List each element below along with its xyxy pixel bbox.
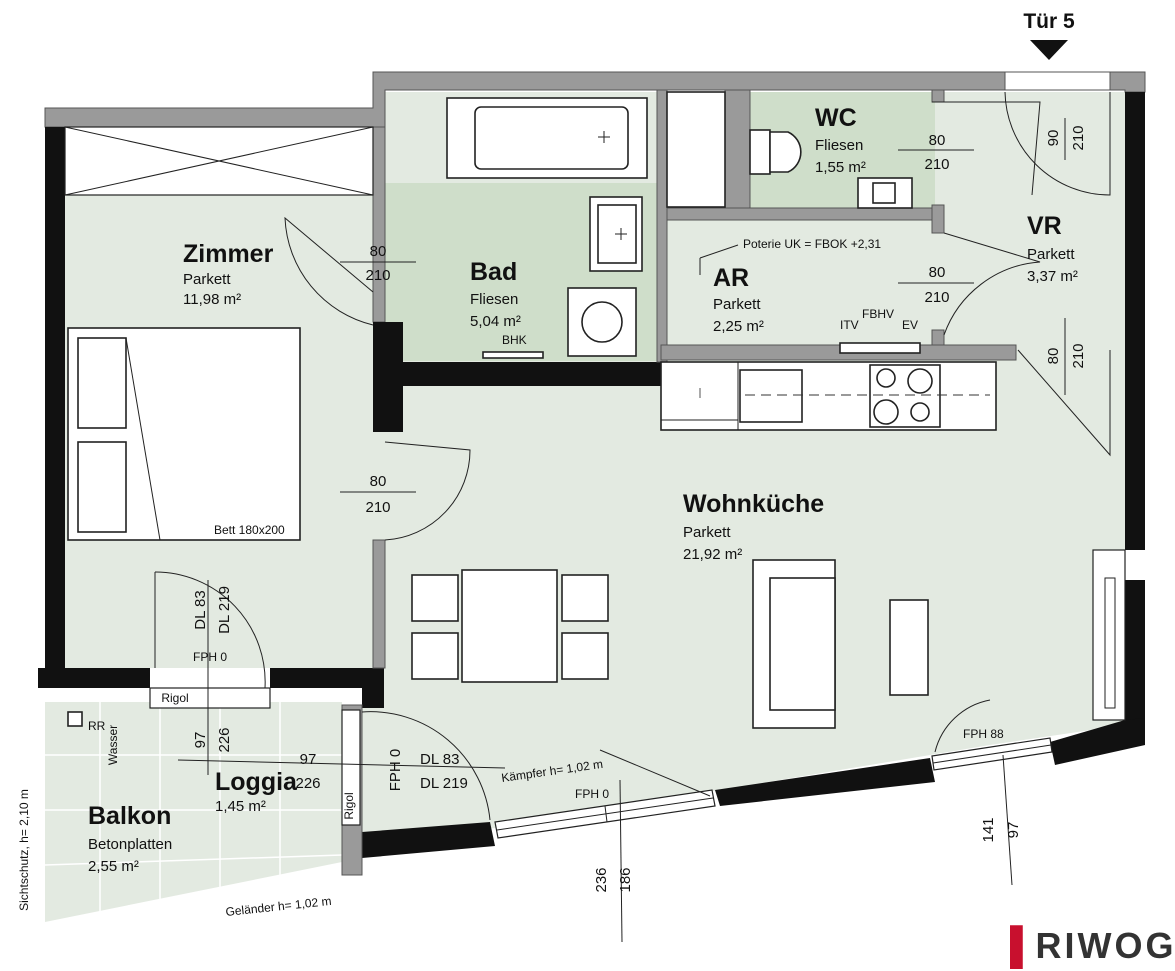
door-dim-zimmer-w: 80 xyxy=(370,243,387,260)
wc-toilet xyxy=(749,129,802,175)
dim-236: 236 xyxy=(593,867,610,892)
entrance-label: Tür 5 xyxy=(1023,10,1075,33)
room-area-balkon: 2,55 m² xyxy=(88,858,139,875)
door-dim-loggia-vert-h: 226 xyxy=(216,727,233,752)
gelaender-label: Geländer h= 1,02 m xyxy=(225,894,332,919)
room-floor-zimmer: Parkett xyxy=(183,271,231,288)
dim-141: 141 xyxy=(980,817,997,842)
right-fph-label: FPH 88 xyxy=(963,727,1004,741)
room-name-loggia: Loggia xyxy=(215,768,298,796)
door-dim-vr-h: 210 xyxy=(1070,343,1087,368)
window-fph-loggia: FPH 0 xyxy=(387,749,404,792)
shaft-column xyxy=(666,91,726,208)
room-floor-wohnkueche: Parkett xyxy=(683,524,731,541)
coffee-table xyxy=(889,599,929,696)
door-swings xyxy=(154,91,1111,821)
door-dim-zimmer-h: 210 xyxy=(365,267,390,284)
door-dim-loggia-vert-w: 97 xyxy=(192,732,209,749)
sichtschutz-label: Sichtschutz, h= 2,10 m xyxy=(17,789,31,911)
room-floor-bad: Fliesen xyxy=(470,291,518,308)
bed xyxy=(67,327,301,541)
room-floor-ar: Parkett xyxy=(713,296,761,313)
itv-panel xyxy=(839,342,921,354)
rr-label: RR xyxy=(88,719,106,733)
door-dim-wc-w: 80 xyxy=(929,132,946,149)
balkon-tile-grid xyxy=(44,702,343,912)
window-dl-zimmer: DL 83 xyxy=(192,590,209,629)
poterie-label: Poterie UK = FBOK +2,31 xyxy=(743,237,881,251)
wc-handbasin xyxy=(857,177,913,209)
entrance-arrow xyxy=(1030,40,1068,60)
dim-186: 186 xyxy=(617,867,634,892)
wasser-label: Wasser xyxy=(106,725,120,765)
room-floor-vr: Parkett xyxy=(1027,246,1075,263)
window-fph-zimmer: FPH 0 xyxy=(193,650,227,664)
logo-mark: ▌ xyxy=(1010,925,1036,966)
door-dim-entrance-w: 90 xyxy=(1045,130,1062,147)
logo-text: RIWOG xyxy=(1035,925,1175,966)
riwog-logo: ▌RIWOG xyxy=(1010,925,1175,967)
bathtub xyxy=(446,97,648,179)
room-floor-balkon: Betonplatten xyxy=(88,836,172,853)
dim-97: 97 xyxy=(1005,822,1022,839)
rr-shaft xyxy=(67,711,83,727)
room-area-bad: 5,04 m² xyxy=(470,313,521,330)
window-dl-loggia: DL 83 xyxy=(420,751,459,768)
door-dim-loggia-w: 97 xyxy=(300,751,317,768)
room-name-ar: AR xyxy=(713,264,749,292)
ev-label: EV xyxy=(902,318,918,332)
room-name-zimmer: Zimmer xyxy=(183,240,274,268)
rigol-top-label: Rigol xyxy=(161,691,188,705)
door-dim-wohn-w: 80 xyxy=(370,473,387,490)
dining-set xyxy=(411,569,609,683)
door-dim-ar-h: 210 xyxy=(924,289,949,306)
dimension-lines xyxy=(177,118,1066,943)
rigol-side-label: Rigol xyxy=(342,792,356,819)
door-dim-vr-w: 80 xyxy=(1045,348,1062,365)
door-dim-wc-h: 210 xyxy=(924,156,949,173)
kaempfer-fph-label: FPH 0 xyxy=(575,787,609,801)
bett-label: Bett 180x200 xyxy=(214,523,285,537)
room-name-balkon: Balkon xyxy=(88,802,171,830)
room-floor-wc: Fliesen xyxy=(815,137,863,154)
bhk-radiator xyxy=(482,351,544,359)
room-area-zimmer: 11,98 m² xyxy=(183,291,241,308)
room-name-vr: VR xyxy=(1027,212,1062,240)
room-name-wc: WC xyxy=(815,104,857,132)
window-dl2-zimmer: DL 219 xyxy=(216,586,233,634)
room-area-vr: 3,37 m² xyxy=(1027,268,1078,285)
room-area-loggia: 1,45 m² xyxy=(215,798,266,815)
room-name-wohnkueche: Wohnküche xyxy=(683,490,824,518)
room-area-wc: 1,55 m² xyxy=(815,159,866,176)
window-dl2-loggia: DL 219 xyxy=(420,775,468,792)
room-area-ar: 2,25 m² xyxy=(713,318,764,335)
itv-label: ITV xyxy=(840,318,859,332)
door-dim-loggia-h: 226 xyxy=(295,775,320,792)
floor-balkon xyxy=(45,702,342,922)
walls xyxy=(38,71,1146,876)
bad-washbasin xyxy=(589,196,643,272)
floor-main xyxy=(65,92,1125,832)
windows xyxy=(64,126,1126,839)
kitchen-counter xyxy=(660,361,997,431)
sofa xyxy=(752,559,836,729)
door-dim-ar-w: 80 xyxy=(929,264,946,281)
fbhv-label: FBHV xyxy=(862,307,894,321)
room-area-wohnkueche: 21,92 m² xyxy=(683,546,742,563)
room-name-bad: Bad xyxy=(470,258,517,286)
washing-machine xyxy=(567,287,637,357)
door-dim-entrance-h: 210 xyxy=(1070,125,1087,150)
door-dim-wohn-h: 210 xyxy=(365,499,390,516)
bhk-label: BHK xyxy=(502,333,527,347)
